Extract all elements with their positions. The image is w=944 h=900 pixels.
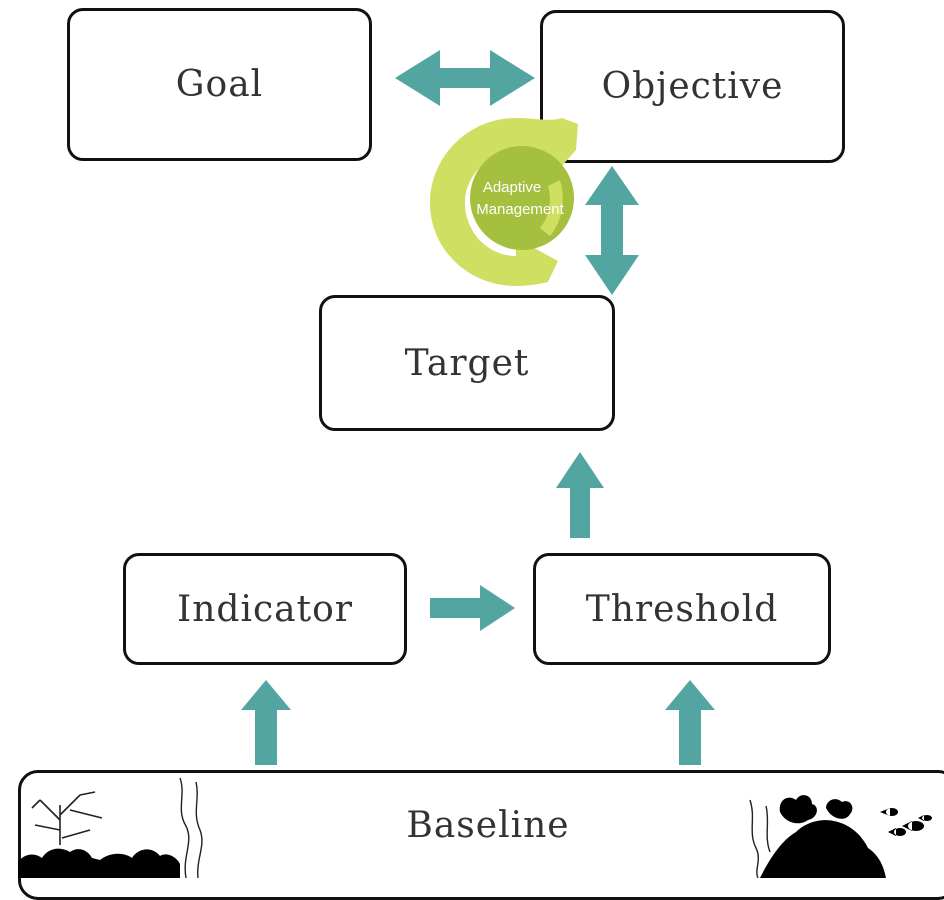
cycle-label-line1: Adaptive	[483, 179, 541, 196]
cycle-label-line2: Management	[476, 201, 564, 218]
objective-box: Objective	[540, 10, 845, 163]
indicator-box: Indicator	[123, 553, 407, 665]
goal-objective-arrow	[395, 50, 535, 106]
indicator-threshold-arrow	[430, 585, 515, 631]
diagram-graphics: Adaptive Management	[18, 50, 932, 878]
goal-box: Goal	[67, 8, 372, 161]
threshold-box: Threshold	[533, 553, 831, 665]
threshold-label: Threshold	[585, 588, 779, 630]
baseline-indicator-arrow	[241, 680, 291, 765]
threshold-target-arrow	[556, 452, 604, 538]
objective-target-arrow	[585, 166, 639, 295]
indicator-label: Indicator	[177, 588, 353, 630]
baseline-threshold-arrow	[665, 680, 715, 765]
baseline-label: Baseline	[406, 805, 570, 846]
adaptive-management-cycle-icon: Adaptive Management	[430, 118, 578, 286]
target-label: Target	[404, 342, 530, 384]
left-coral-silhouette	[18, 777, 203, 878]
goal-label: Goal	[175, 64, 264, 105]
target-box: Target	[319, 295, 615, 431]
objective-label: Objective	[601, 66, 784, 107]
right-reef-silhouette	[749, 795, 932, 878]
